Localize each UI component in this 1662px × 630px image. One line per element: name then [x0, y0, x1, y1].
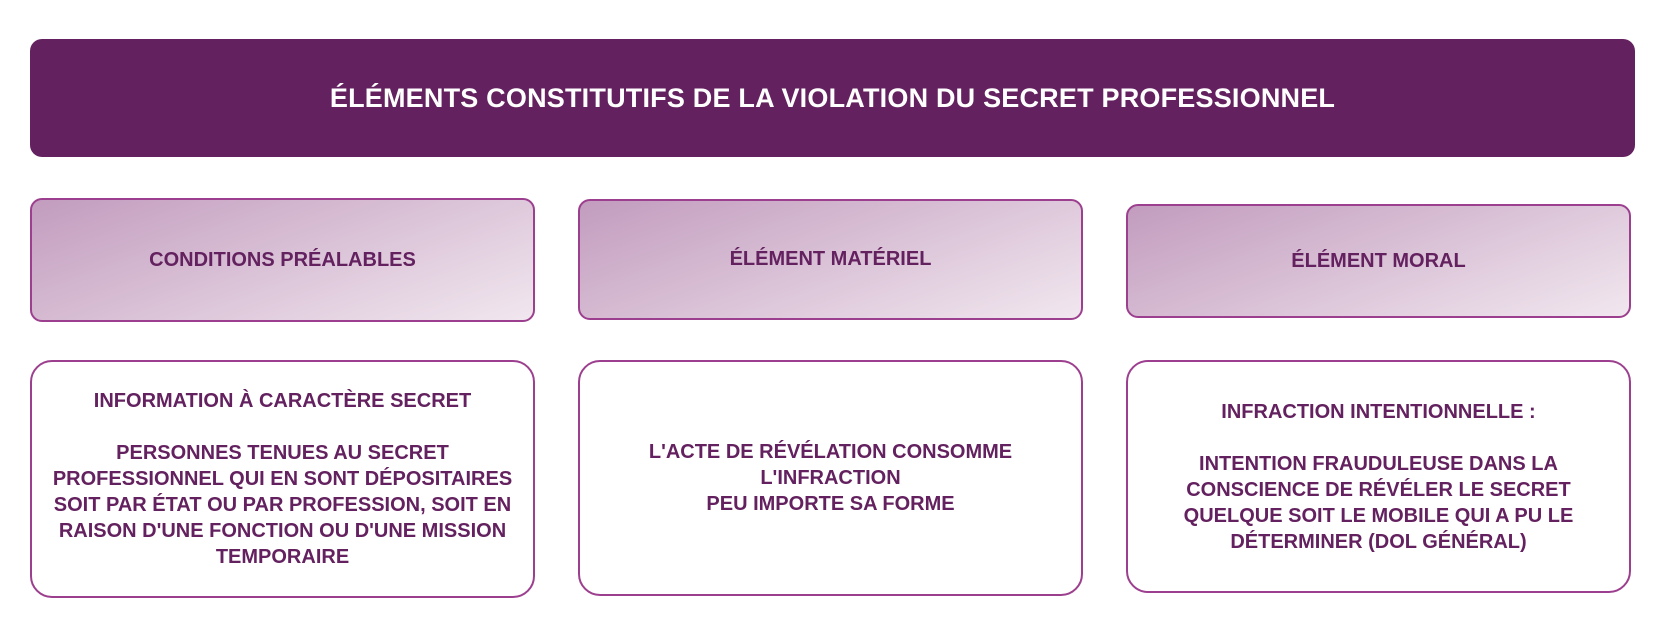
body-line-persons-bound: PERSONNES TENUES AU SECRET PROFESSIONNEL… [52, 442, 513, 568]
body-line-revelation: L'ACTE DE RÉVÉLATION CONSOMME L'INFRACTI… [648, 441, 1013, 515]
header-element-materiel: ÉLÉMENT MATÉRIEL [578, 199, 1083, 320]
header-conditions-prealables: CONDITIONS PRÉALABLES [30, 198, 535, 322]
diagram-title-bar: ÉLÉMENTS CONSTITUTIFS DE LA VIOLATION DU… [30, 39, 1635, 157]
body-line-intentional: INFRACTION INTENTIONNELLE : [1221, 400, 1536, 423]
body-element-materiel: L'ACTE DE RÉVÉLATION CONSOMME L'INFRACTI… [578, 360, 1083, 596]
diagram-title: ÉLÉMENTS CONSTITUTIFS DE LA VIOLATION DU… [329, 82, 1336, 113]
body-conditions-prealables: INFORMATION À CARACTÈRE SECRET PERSONNES… [30, 360, 535, 598]
header-element-moral: ÉLÉMENT MORAL [1126, 204, 1631, 318]
header-label: ÉLÉMENT MATÉRIEL [729, 248, 932, 270]
body-line-fraudulent-intent: INTENTION FRAUDULEUSE DANS LA CONSCIENCE… [1183, 452, 1574, 553]
body-line-secret-info: INFORMATION À CARACTÈRE SECRET [93, 390, 472, 412]
header-label: CONDITIONS PRÉALABLES [149, 248, 416, 271]
header-label: ÉLÉMENT MORAL [1291, 249, 1466, 272]
body-element-moral: INFRACTION INTENTIONNELLE : INTENTION FR… [1126, 360, 1631, 593]
